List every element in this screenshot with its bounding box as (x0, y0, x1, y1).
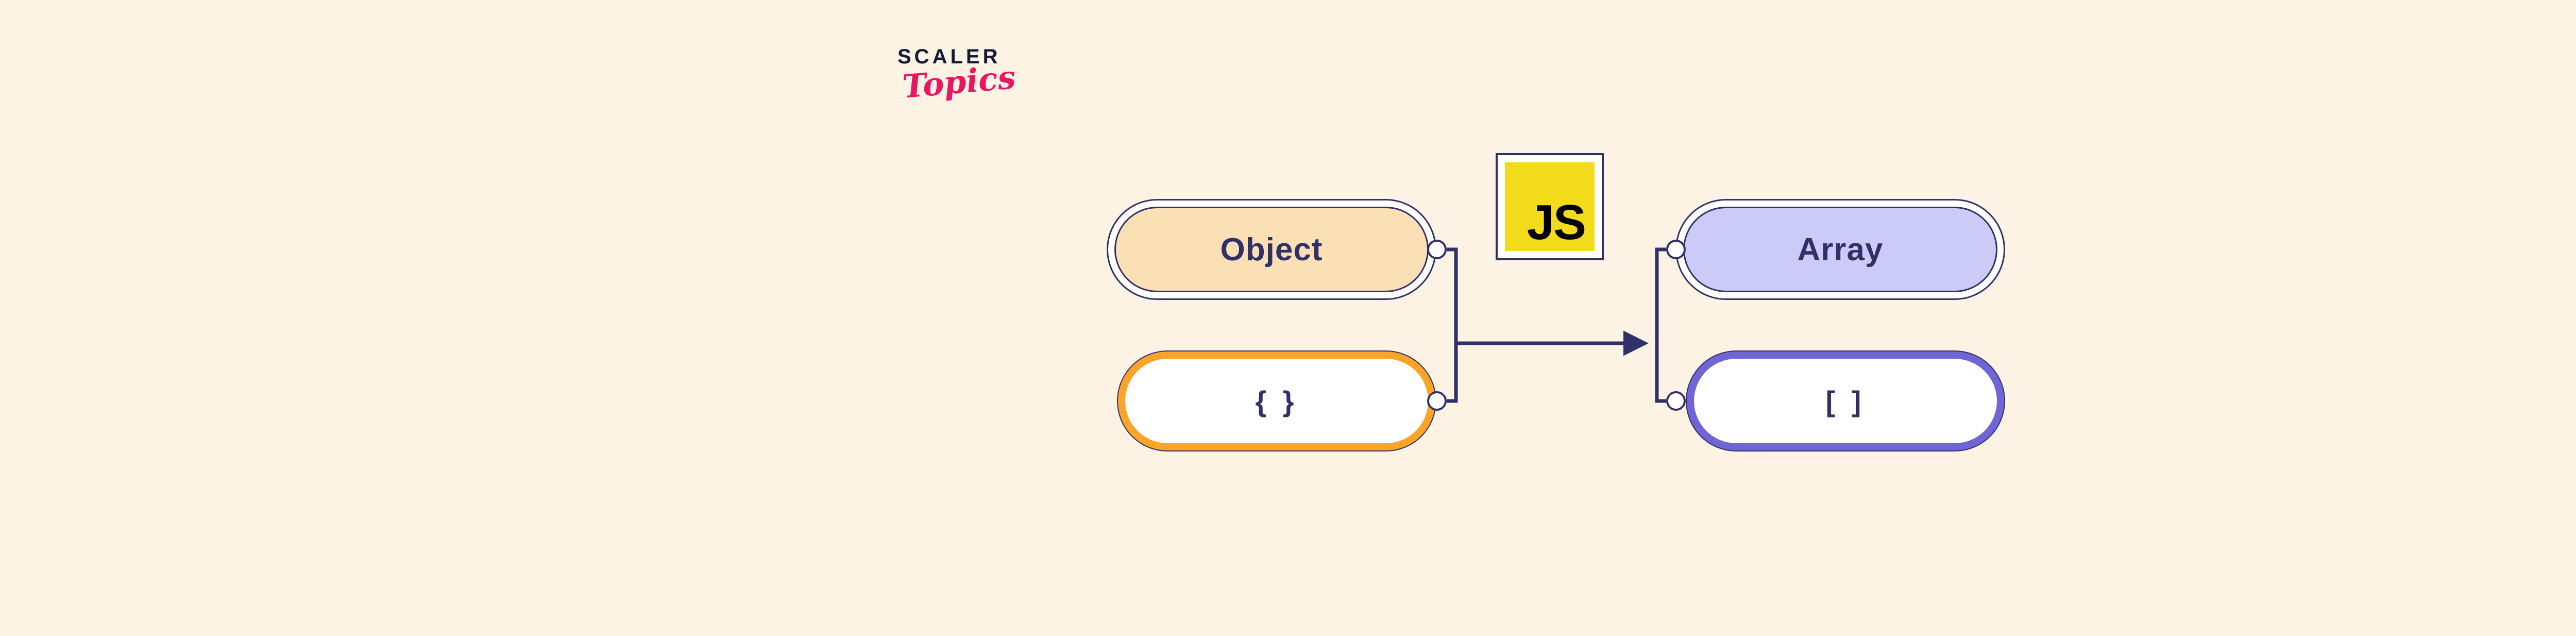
javascript-logo-badge: JS (1496, 153, 1604, 260)
scaler-topics-logo: SCALER Topics (897, 45, 1052, 133)
node-object-inner: Object (1114, 207, 1429, 292)
node-object-label: Object (1220, 231, 1323, 267)
port-object-right[interactable] (1427, 240, 1447, 259)
node-brackets-label: [ ] (1825, 384, 1866, 417)
node-object[interactable]: Object (1107, 199, 1436, 300)
port-braces-right[interactable] (1427, 391, 1447, 411)
node-braces-label: { } (1255, 384, 1298, 417)
node-brackets[interactable]: [ ] (1686, 350, 2005, 451)
node-array-inner: Array (1683, 207, 1997, 292)
left-bracket-rail (1447, 247, 1458, 403)
right-bracket-rail (1655, 247, 1666, 403)
brand-wordmark: SCALER (897, 45, 1001, 68)
javascript-badge-label: JS (1527, 195, 1586, 250)
node-array-label: Array (1797, 231, 1884, 267)
node-braces-inner: { } (1125, 359, 1428, 443)
port-array-left[interactable] (1666, 240, 1686, 259)
node-array[interactable]: Array (1675, 199, 2005, 300)
node-braces[interactable]: { } (1117, 350, 1436, 451)
port-brackets-left[interactable] (1666, 391, 1686, 411)
javascript-yellow-square: JS (1505, 162, 1595, 251)
node-brackets-inner: [ ] (1694, 359, 1997, 443)
